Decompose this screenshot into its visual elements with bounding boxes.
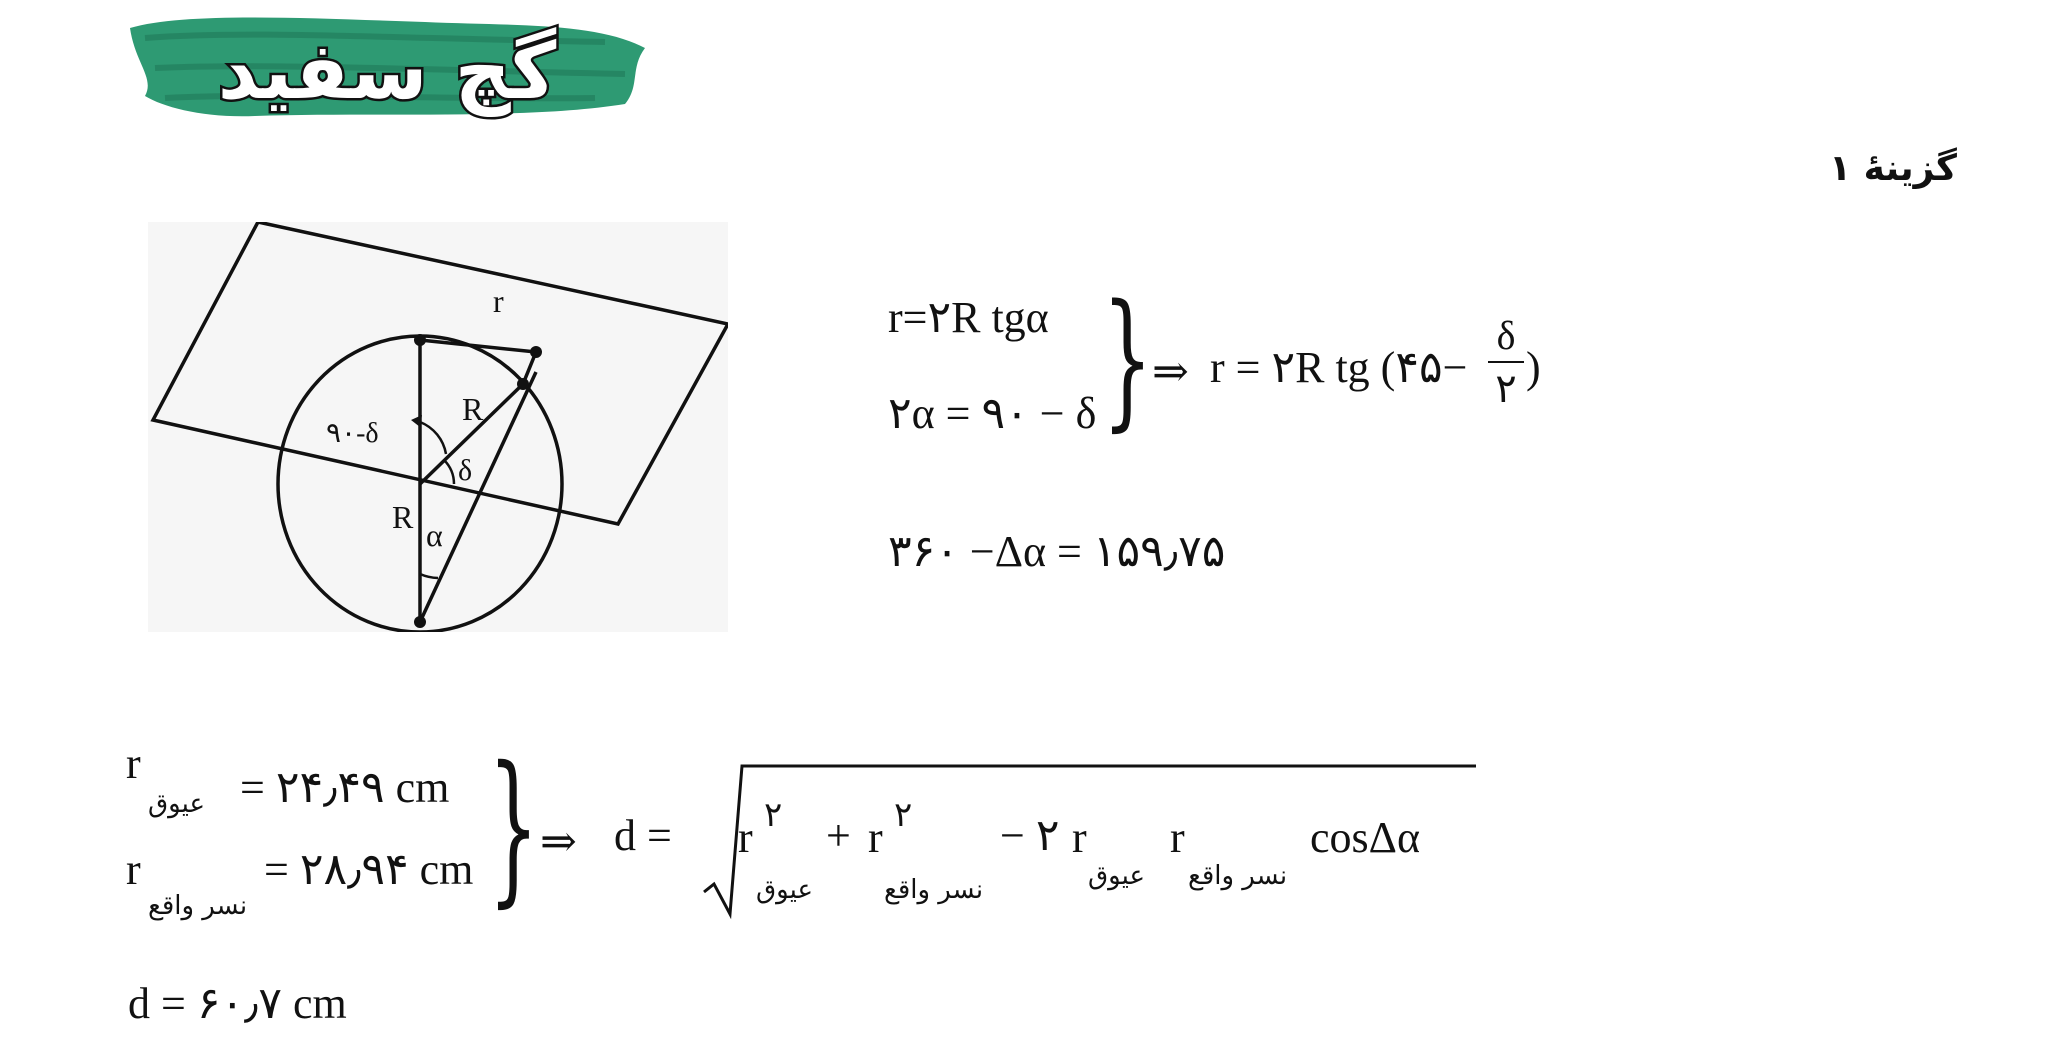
- point-bottom: [414, 616, 426, 628]
- point-radius-end: [517, 378, 529, 390]
- r-nasr-base: r: [126, 845, 141, 894]
- result-r-close-paren: ): [1526, 343, 1541, 392]
- radicand-r3-subscript: عیوق: [1088, 861, 1145, 891]
- radical-sign: [703, 764, 1476, 920]
- right-brace-2: }: [488, 731, 539, 923]
- radicand-r3: r: [1072, 813, 1087, 862]
- label-r: r: [493, 283, 504, 319]
- angle-arc-delta: [443, 459, 456, 485]
- radicand-minus-two: − ۲: [1000, 811, 1060, 860]
- r-eyuq-base: r: [126, 739, 141, 788]
- chord-line: [418, 371, 538, 623]
- point-r-end: [530, 346, 542, 358]
- top-tangent: [419, 338, 537, 354]
- final-result: d = ۶۰٫۷ cm: [128, 979, 347, 1028]
- radicand-r4: r: [1170, 813, 1185, 862]
- label-angle-complement: ۹۰-δ: [326, 418, 379, 449]
- arc-arrowhead: [411, 415, 422, 427]
- equation-delta-alpha: ۳۶۰ −Δα = ۱۵۹٫۷۵: [888, 527, 1226, 576]
- label-alpha: α: [426, 517, 443, 553]
- d-lhs: d =: [614, 811, 672, 860]
- fraction-delta-over-two: δ ۲: [1488, 312, 1524, 412]
- right-brace-1: }: [1102, 273, 1153, 446]
- angle-arc-complement: [419, 420, 448, 455]
- radius-line: [418, 382, 525, 486]
- r-nasr-value: = ۲۸٫۹۴ cm: [264, 845, 474, 894]
- radicand-r4-subscript: نسر واقع: [1188, 861, 1288, 891]
- radicand-r1-subscript: عیوق: [756, 875, 813, 905]
- radicand-r2-subscript: نسر واقع: [884, 875, 984, 905]
- r-eyuq-value: = ۲۴٫۴۹ cm: [240, 763, 450, 812]
- radicand-cos-delta-alpha: cosΔα: [1310, 813, 1420, 862]
- label-R-lower: R: [392, 499, 414, 535]
- r-eyuq-subscript: عیوق: [148, 789, 205, 819]
- label-delta: δ: [458, 454, 472, 487]
- geometry-diagram: r R ۹۰-δ δ R α: [148, 222, 728, 632]
- implies-arrow-2: ⇒: [540, 816, 577, 867]
- horizon-plane: [150, 222, 728, 526]
- fraction-numerator: δ: [1496, 313, 1516, 358]
- r-nasr-subscript: نسر واقع: [148, 891, 248, 921]
- radicand-plus: +: [826, 811, 851, 860]
- diagram-background: [148, 222, 728, 632]
- radicand-r1: r: [738, 813, 753, 862]
- logo-brush-texture: [144, 31, 626, 102]
- radicand-r1-superscript: ۲: [764, 797, 783, 834]
- fraction-denominator: ۲: [1495, 366, 1517, 411]
- radicand-r2: r: [868, 813, 883, 862]
- fraction-bar: [1488, 361, 1524, 363]
- label-R-upper: R: [462, 391, 484, 427]
- angle-arc-alpha: [419, 572, 439, 580]
- equation-two-alpha: ۲α = ۹۰ − δ: [888, 389, 1097, 438]
- radicand-r2-superscript: ۲: [894, 797, 913, 834]
- logo-text: گچ سفید: [218, 27, 557, 117]
- implies-arrow-1: ⇒: [1152, 346, 1189, 397]
- result-r-formula: r = ۲R tg (۴۵−: [1210, 343, 1468, 392]
- point-top: [414, 334, 426, 346]
- logo: گچ سفید: [130, 17, 645, 120]
- equation-r-tangent: r=۲R tgα: [888, 293, 1049, 342]
- answer-label: گزینهٔ ۱: [1829, 148, 1957, 189]
